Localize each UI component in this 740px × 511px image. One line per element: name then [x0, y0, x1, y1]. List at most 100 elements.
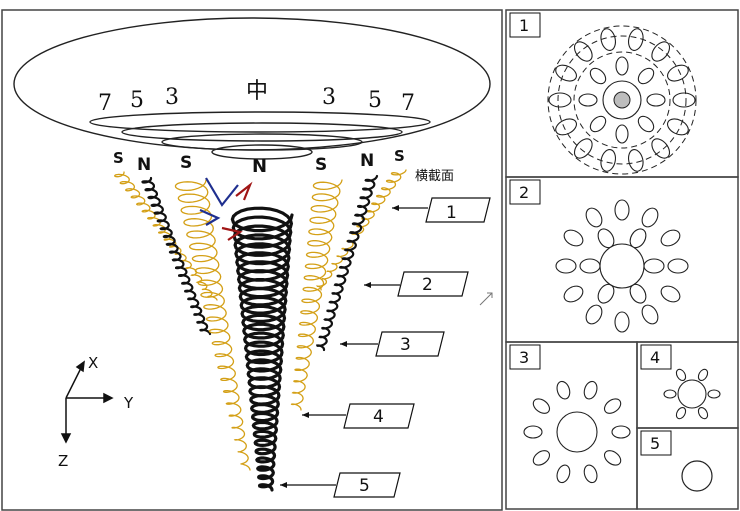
coil-section [585, 207, 603, 228]
coils [113, 169, 407, 492]
pole-label: N [137, 155, 151, 175]
coil-section [589, 115, 607, 133]
direction-arrows [199, 177, 253, 241]
side-label-box [640, 344, 672, 370]
disk-numbers: 7 5 3 中 3 5 7 [98, 79, 415, 116]
coil-section [627, 149, 644, 172]
disk-number: 7 [98, 91, 112, 116]
disk-ring-5 [121, 122, 403, 142]
coil-section [563, 229, 584, 247]
center-ring [599, 243, 645, 289]
pole-label: S [180, 153, 192, 173]
red-arrow [235, 181, 253, 201]
coil-section [573, 41, 593, 62]
callout-label: 1 [446, 203, 457, 223]
disk-number: 5 [130, 88, 144, 113]
side-panel-5-frame [636, 427, 739, 510]
coil-section [697, 368, 709, 382]
coil-center [230, 206, 294, 492]
coil-section [614, 199, 630, 221]
coil-section [651, 138, 671, 159]
disk-number: 7 [401, 91, 415, 116]
pole-label: N [252, 156, 267, 177]
side-label-box [509, 12, 541, 38]
coil-section [615, 124, 629, 144]
coil-section [555, 258, 577, 274]
section-1-inner [578, 56, 666, 144]
callout-box [397, 271, 469, 297]
side-label: 3 [519, 348, 529, 367]
coil-section [603, 398, 622, 414]
coil-section [697, 406, 709, 420]
side-label-box [509, 344, 541, 370]
axis-y-arrowhead [103, 392, 114, 404]
coil-section [707, 389, 721, 399]
coil-section [641, 207, 659, 228]
axis-z-arrowhead [60, 433, 72, 444]
pole-label: S [315, 155, 327, 175]
coil-section [583, 464, 598, 484]
callout-box [425, 197, 491, 223]
center-ring [677, 379, 707, 409]
section-3 [523, 380, 631, 484]
side-label-box [509, 179, 541, 205]
callout-3: 3 [340, 331, 445, 357]
coil-section [675, 368, 687, 382]
disk-ring-center [211, 144, 313, 160]
coil-section [597, 283, 615, 304]
disk-number: 中 [246, 79, 268, 104]
dashed-ring [573, 51, 671, 149]
section-1 [547, 25, 697, 175]
coil-3-right [290, 179, 343, 411]
side-panel-2-frame [505, 176, 739, 343]
coil-section [641, 304, 659, 325]
callout-label: 2 [422, 275, 433, 295]
disk-number: 3 [165, 85, 179, 110]
coil-section [578, 93, 598, 107]
blue-arrow [205, 177, 239, 207]
coil-section [583, 380, 598, 400]
callout-1: 1 [392, 197, 491, 223]
small-arrow-icon [479, 292, 493, 306]
callout-label: 5 [359, 476, 370, 496]
coil-section [579, 258, 601, 274]
coil-section [637, 67, 655, 85]
coil-section [627, 28, 644, 51]
callout-4: 4 [302, 403, 415, 429]
cross-section-label: 横截面 [415, 169, 454, 184]
disk [13, 17, 491, 160]
section-2-inner [579, 228, 665, 304]
axis-x-line [65, 365, 83, 399]
blue-arrow [199, 208, 221, 226]
callout-2: 2 [364, 271, 469, 297]
coil-section [573, 138, 593, 159]
coil-section [532, 398, 551, 414]
callout-arrowhead [364, 282, 371, 288]
axis-x-label: X [88, 354, 98, 372]
coil-5-left [141, 176, 212, 336]
side-label: 5 [650, 434, 660, 453]
dashed-ring [547, 25, 697, 175]
center-ring [556, 411, 598, 453]
axes [60, 360, 114, 444]
coil-section [675, 406, 687, 420]
coil-section [643, 258, 665, 274]
axis-x-arrowhead [75, 360, 85, 373]
side-panel-labels: 1 2 3 4 5 [509, 12, 672, 456]
disk-ring-3 [161, 133, 363, 151]
side-label: 1 [519, 16, 529, 35]
callout-label: 3 [400, 335, 411, 355]
callout-arrowhead [340, 341, 347, 347]
callout-arrowhead [280, 482, 287, 488]
axis-y-label: Y [123, 394, 134, 412]
coil-section [660, 229, 681, 247]
coil-section [600, 28, 617, 51]
coil-section [548, 92, 572, 108]
coil-3-left [174, 179, 251, 471]
coil-section [603, 450, 622, 466]
coil-section [555, 64, 578, 82]
pole-labels: S N S N S N S [113, 147, 405, 177]
coil-section [614, 311, 630, 333]
side-label: 2 [519, 183, 529, 202]
